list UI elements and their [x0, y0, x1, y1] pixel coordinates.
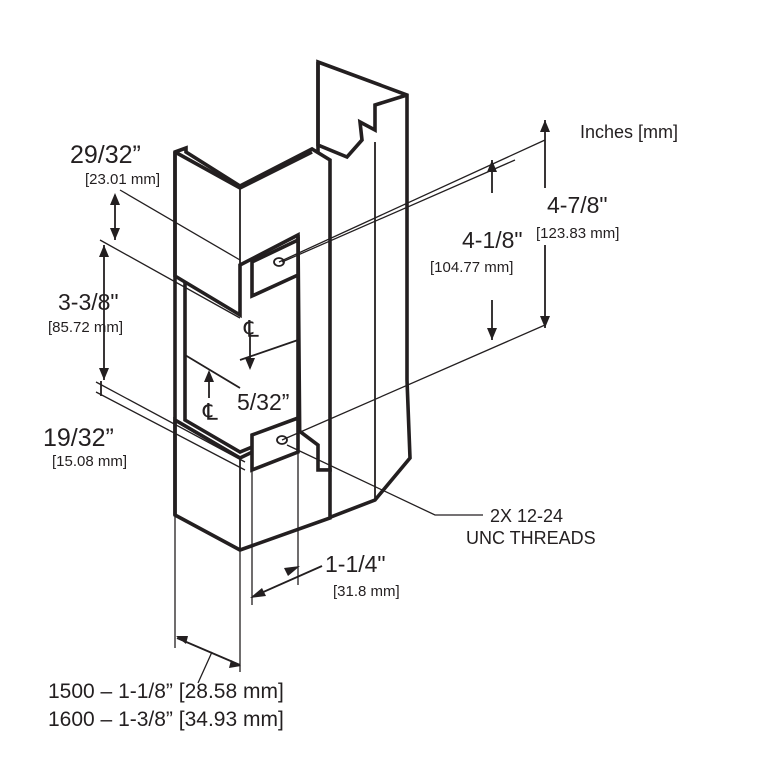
dim-4-7-8-inch: 4-7/8" [547, 192, 608, 218]
upper-box [173, 145, 332, 472]
arrow-centerline-lower [204, 370, 214, 382]
width-leader [197, 651, 213, 684]
recess-lip-line [239, 339, 299, 361]
upper-box-top-edge [174, 150, 313, 191]
dimension-lines [95, 120, 550, 684]
model-width-1600: 1600 – 1-3/8” [34.93 mm] [48, 708, 284, 731]
thread-callout-line1: 2X 12-24 [490, 506, 563, 526]
jamb-top-profile [316, 62, 408, 160]
dim-1-1-4-mm: [31.8 mm] [333, 583, 400, 600]
arrow-4-1-8-up [487, 160, 497, 172]
upper-hole [273, 257, 285, 267]
arrow-3-3-8-up [99, 245, 109, 257]
strike-body [173, 59, 412, 552]
dim-4-1-8-inch: 4-1/8" [462, 227, 523, 253]
ext-hole-lower [281, 324, 546, 441]
dim-3-3-8-mm: [85.72 mm] [48, 319, 123, 336]
lower-hole [276, 435, 288, 445]
arrow-4-7-8-up [540, 120, 550, 132]
lower-box-top-edge [174, 418, 241, 460]
model-width-1500: 1500 – 1-1/8” [28.58 mm] [48, 680, 284, 703]
arrow-4-1-8-down [487, 328, 497, 340]
arrow-29-32-down [110, 228, 120, 240]
ext-hole-upper [278, 139, 546, 263]
labels: Inches [mm] 29/32” [23.01 mm] 3-3/8" [85… [43, 122, 678, 731]
arrow-1-1-4-right [284, 566, 300, 576]
arrow-4-7-8-down [540, 316, 550, 328]
dim-19-32-inch: 19/32” [43, 424, 114, 452]
dim-3-3-8-inch: 3-3/8" [58, 289, 119, 315]
arrow-centerline-upper [245, 358, 255, 370]
ext-hole-upper-inner [281, 159, 516, 263]
thread-leader [286, 444, 483, 516]
arrow-1-1-4-left [250, 588, 266, 598]
dim-19-32-mm: [15.08 mm] [52, 453, 127, 470]
ext-19-32-bottom [95, 391, 246, 471]
dim-29-32-inch: 29/32” [70, 141, 141, 169]
ext-19-32-top [95, 381, 246, 463]
thread-callout-line2: UNC THREADS [466, 528, 596, 548]
centerline-symbol-upper: ℄ [243, 316, 259, 342]
dim-width [176, 637, 241, 666]
dim-4-7-8-mm: [123.83 mm] [536, 225, 619, 242]
centerline-symbol-lower: ℄ [202, 399, 218, 425]
dim-29-32-mm: [23.01 mm] [85, 171, 160, 188]
arrow-width-right [229, 660, 241, 668]
dim-4-1-8-mm: [104.77 mm] [430, 259, 513, 276]
arrow-3-3-8-down [99, 368, 109, 380]
dim-5-32-inch: 5/32” [237, 389, 289, 415]
units-label: Inches [mm] [580, 122, 678, 142]
dim-1-1-4-inch: 1-1/4" [325, 551, 386, 577]
arrow-29-32-up [110, 193, 120, 205]
recess-outline [183, 235, 300, 455]
ext-29-32-bottom [99, 239, 241, 319]
arrow-width-left [176, 636, 188, 644]
upper-tab [250, 237, 300, 299]
ext-29-32-top [119, 189, 241, 261]
recess-upper-line [184, 354, 241, 389]
